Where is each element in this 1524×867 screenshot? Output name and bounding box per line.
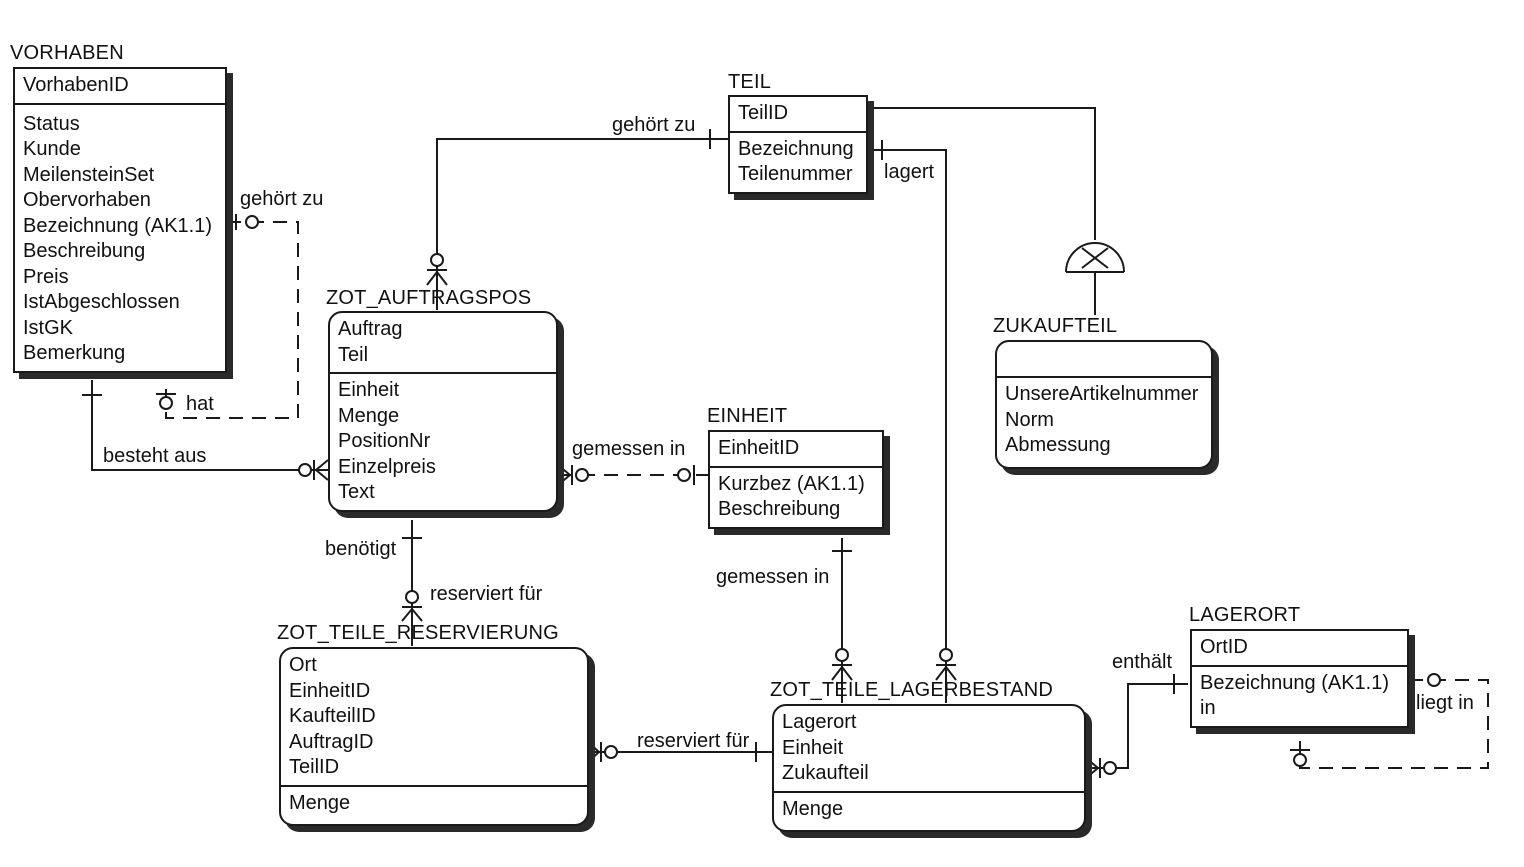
attribute: Beschreibung <box>718 498 841 520</box>
entity-title-vorhaben: VORHABEN <box>10 42 124 64</box>
entity-title-einheit: EINHEIT <box>707 405 788 427</box>
attribute: Menge <box>338 404 400 427</box>
attribute: Einheit <box>338 379 400 401</box>
rel-vorhaben-self <box>156 214 299 419</box>
attribute: VorhabenID <box>23 74 129 96</box>
entity-attributes: Einheit Menge PositionNr Einzelpreis Tex… <box>330 374 556 510</box>
attribute: PositionNr <box>338 430 431 452</box>
attribute: Teil <box>338 343 369 366</box>
entity-zukaufteil[interactable]: UnsereArtikelnummer Norm Abmessung <box>995 340 1213 469</box>
attribute: Bemerkung <box>23 342 126 364</box>
entity-zot-auftragspos[interactable]: Auftrag Teil Einheit Menge PositionNr Ei… <box>328 311 558 512</box>
rel-gemessen-in-2 <box>831 538 853 703</box>
entity-zot-teile-reservierung[interactable]: Ort EinheitID KaufteilID AuftragID TeilI… <box>279 647 589 826</box>
rel-label-vorhaben-gehoert-zu: gehört zu <box>240 188 324 210</box>
attribute: Menge <box>782 797 844 820</box>
entity-teil[interactable]: TeilID Bezeichnung Teilenummer <box>728 95 868 194</box>
rel-reserviert-fuer-2 <box>587 741 773 763</box>
rel-liegt-in <box>1290 670 1489 769</box>
attribute: Lagerort <box>782 711 857 733</box>
rel-enthaelt <box>1085 674 1188 779</box>
rel-label-reserviert-fuer-1: reserviert für <box>430 583 543 605</box>
entity-attributes: UnsereArtikelnummer Norm Abmessung <box>997 378 1211 467</box>
entity-title-zot-teile-reservierung: ZOT_TEILE_RESERVIERUNG <box>277 622 559 644</box>
entity-title-zot-teile-lagerbestand: ZOT_TEILE_LAGERBESTAND <box>770 679 1053 701</box>
rel-teil-gehoert-zu <box>426 129 728 310</box>
entity-attributes: Menge <box>281 787 587 825</box>
entity-keys <box>997 342 1211 378</box>
attribute: Bezeichnung <box>738 137 854 160</box>
attribute: OrtID <box>1200 636 1248 658</box>
attribute: Bezeichnung (AK1.1) <box>23 214 213 237</box>
rel-label-besteht-aus: besteht aus <box>103 445 207 467</box>
entity-keys: Lagerort Einheit Zukaufteil <box>774 706 1084 793</box>
attribute: Ort <box>289 654 317 676</box>
rel-label-liegt-in: liegt in <box>1416 692 1474 714</box>
attribute: Einzelpreis <box>338 455 436 478</box>
entity-keys: TeilID <box>730 97 866 133</box>
attribute: Obervorhaben <box>23 189 151 211</box>
rel-benoetigt <box>401 520 423 646</box>
rel-lagert <box>868 140 957 703</box>
entity-zot-teile-lagerbestand[interactable]: Lagerort Einheit Zukaufteil Menge <box>772 704 1086 832</box>
rel-label-reserviert-fuer-2: reserviert für <box>637 730 750 752</box>
entity-title-lagerort: LAGERORT <box>1189 604 1301 626</box>
entity-keys: EinheitID <box>710 432 882 468</box>
attribute: Teilenummer <box>738 163 853 185</box>
attribute: AuftragID <box>289 730 374 753</box>
attribute: Beschreibung <box>23 240 146 262</box>
attribute: Bezeichnung (AK1.1) <box>1200 671 1390 694</box>
entity-title-teil: TEIL <box>728 71 772 93</box>
attribute: UnsereArtikelnummer <box>1005 383 1199 405</box>
rel-label-gemessen-in-2: gemessen in <box>716 566 830 588</box>
attribute: Status <box>23 112 80 135</box>
rel-label-teil-gehoert-zu: gehört zu <box>612 114 696 136</box>
attribute: TeilID <box>738 102 789 124</box>
attribute: EinheitID <box>718 437 800 459</box>
rel-label-hat: hat <box>186 393 214 415</box>
entity-keys: Ort EinheitID KaufteilID AuftragID TeilI… <box>281 649 587 787</box>
entity-lagerort[interactable]: OrtID Bezeichnung (AK1.1) in <box>1190 629 1409 728</box>
entity-vorhaben[interactable]: VorhabenID Status Kunde MeilensteinSet O… <box>13 67 227 373</box>
rel-label-lagert: lagert <box>884 161 935 183</box>
attribute: IstGK <box>23 316 74 339</box>
attribute: Menge <box>289 791 351 814</box>
entity-attributes: Menge <box>774 793 1084 831</box>
rel-label-benoetigt: benötigt <box>325 538 397 560</box>
attribute: Kunde <box>23 138 81 160</box>
attribute: Norm <box>1005 408 1054 431</box>
attribute: Text <box>338 481 375 503</box>
attribute: KaufteilID <box>289 705 376 727</box>
entity-keys: OrtID <box>1192 631 1407 667</box>
entity-attributes: Bezeichnung Teilenummer <box>730 133 866 192</box>
entity-attributes: Bezeichnung (AK1.1) in <box>1192 667 1407 726</box>
entity-keys: Auftrag Teil <box>330 313 556 374</box>
rel-label-enthaelt: enthält <box>1112 651 1173 673</box>
attribute: Zukaufteil <box>782 762 869 784</box>
attribute: TeilID <box>289 756 340 778</box>
entity-attributes: Kurzbez (AK1.1) Beschreibung <box>710 468 882 527</box>
attribute: Kurzbez (AK1.1) <box>718 472 865 495</box>
rel-besteht-aus <box>82 380 329 481</box>
rel-teil-subtype <box>868 107 1125 315</box>
attribute: Abmessung <box>1005 434 1111 456</box>
attribute: MeilensteinSet <box>23 163 155 186</box>
rel-gemessen-in-1 <box>557 464 708 486</box>
entity-title-zukaufteil: ZUKAUFTEIL <box>993 315 1118 337</box>
attribute: Einheit <box>782 736 844 759</box>
attribute: Auftrag <box>338 318 403 340</box>
attribute: in <box>1200 697 1216 719</box>
entity-attributes: Status Kunde MeilensteinSet Obervorhaben… <box>15 105 225 371</box>
entity-keys: VorhabenID <box>15 69 225 105</box>
entity-einheit[interactable]: EinheitID Kurzbez (AK1.1) Beschreibung <box>708 430 884 529</box>
attribute: IstAbgeschlossen <box>23 291 180 313</box>
rel-label-gemessen-in-1: gemessen in <box>572 438 686 460</box>
attribute: EinheitID <box>289 679 371 702</box>
entity-title-zot-auftragspos: ZOT_AUFTRAGSPOS <box>326 287 532 309</box>
attribute: Preis <box>23 265 69 288</box>
